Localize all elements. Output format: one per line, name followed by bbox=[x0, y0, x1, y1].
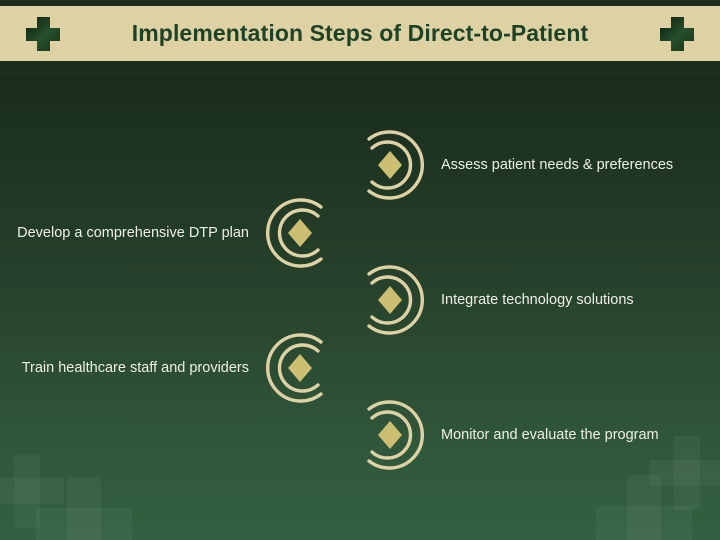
step-item-4[interactable]: Train healthcare staff and providers bbox=[8, 323, 345, 413]
arc-diamond-marker-icon bbox=[345, 120, 435, 210]
step-item-1[interactable]: Assess patient needs & preferences bbox=[345, 120, 673, 210]
header-underline bbox=[0, 61, 720, 75]
arc-diamond-marker-icon bbox=[255, 323, 345, 413]
step-item-5[interactable]: Monitor and evaluate the program bbox=[345, 390, 659, 480]
step-label-5: Monitor and evaluate the program bbox=[441, 426, 659, 443]
step-item-3[interactable]: Integrate technology solutions bbox=[345, 255, 634, 345]
header-band: Implementation Steps of Direct-to-Patien… bbox=[0, 6, 720, 61]
arc-diamond-marker-icon bbox=[345, 255, 435, 345]
medical-cross-icon-right bbox=[660, 16, 694, 51]
arc-diamond-marker-icon bbox=[345, 390, 435, 480]
step-label-4: Train healthcare staff and providers bbox=[21, 359, 249, 376]
step-label-3: Integrate technology solutions bbox=[441, 291, 634, 308]
steps-list: Assess patient needs & preferences Devel… bbox=[0, 75, 720, 540]
step-label-2: Develop a comprehensive DTP plan bbox=[17, 224, 249, 241]
top-strip bbox=[0, 0, 720, 6]
medical-cross-icon-left bbox=[26, 16, 60, 51]
step-label-1: Assess patient needs & preferences bbox=[441, 156, 674, 173]
page-title: Implementation Steps of Direct-to-Patien… bbox=[131, 20, 589, 46]
arc-diamond-marker-icon bbox=[255, 188, 345, 278]
step-item-2[interactable]: Develop a comprehensive DTP plan bbox=[8, 188, 345, 278]
